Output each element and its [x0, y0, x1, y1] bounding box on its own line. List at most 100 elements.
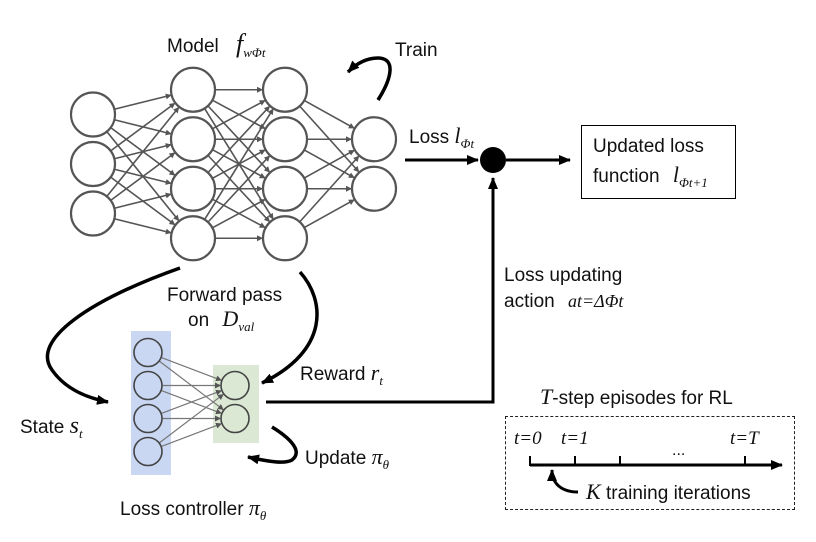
network-node: [169, 165, 217, 212]
network-edge: [160, 422, 222, 448]
state-label: State st: [20, 413, 83, 441]
junction-node: [480, 147, 506, 173]
loss-symbol: l: [454, 123, 461, 148]
network-node: [169, 66, 217, 113]
network-edge: [158, 393, 224, 444]
network-node: [261, 215, 309, 262]
action-arrow: [266, 177, 498, 404]
network-node: [350, 165, 398, 212]
loss-label: Loss lΦt: [409, 123, 475, 152]
network-node: [69, 91, 117, 138]
update-arrow: [247, 425, 298, 465]
network-edge: [211, 99, 266, 130]
network-node: [261, 66, 309, 113]
network-edge: [106, 106, 180, 197]
episodes-title-text: -step episodes for RL: [552, 388, 733, 409]
state-symbol: s: [69, 413, 79, 439]
network-node: [69, 190, 117, 237]
network-node: [69, 140, 117, 188]
state-arrow: [45, 266, 181, 405]
update-label: Update πθ: [305, 444, 389, 473]
network-edge: [207, 105, 271, 174]
updated-loss-symbol: l: [672, 162, 679, 187]
updated-loss-symbol-sub: Φt+1: [678, 175, 708, 190]
network-edge: [110, 102, 176, 152]
network-node: [169, 116, 217, 163]
network-node: [133, 370, 163, 401]
reward-label-text: Reward: [300, 364, 366, 385]
forward-pass-on-text: on: [188, 310, 210, 331]
train-label: Train: [395, 40, 438, 61]
controller-network: [133, 337, 250, 467]
model-label-text: Model: [167, 36, 219, 57]
tick-label-t1: t=1: [561, 428, 589, 449]
timeline-ellipsis: ...: [672, 442, 686, 459]
episodes-box: [505, 416, 795, 510]
network-edge: [203, 108, 274, 220]
episodes-title: T-step episodes for RL: [540, 386, 733, 410]
tick-label-t0: t=0: [514, 428, 542, 449]
model-label: Model fwΦt: [167, 31, 266, 61]
network-edge: [211, 198, 266, 229]
updated-loss-line1: Updated loss: [593, 136, 704, 157]
network-edge: [114, 218, 172, 235]
network-node: [350, 116, 398, 163]
action-symbol: at=ΔΦt: [567, 291, 624, 311]
network-node: [133, 436, 163, 467]
network-edge: [114, 93, 172, 110]
forward-pass-line2: on Dval: [188, 306, 255, 335]
controller-label: Loss controller πθ: [120, 495, 267, 524]
reward-symbol-sub: t: [379, 373, 383, 388]
k-label-text: training iterations: [605, 483, 751, 504]
action-text: action: [504, 291, 555, 312]
k-iterations-label: K training iterations: [586, 481, 751, 505]
updated-loss-function-text: function: [593, 166, 660, 187]
tick-label-tT: t=T: [730, 428, 759, 449]
update-symbol-sub: θ: [382, 457, 389, 472]
model-symbol-sub: wΦt: [243, 45, 266, 60]
action-label-line2: action at=ΔΦt: [504, 290, 623, 313]
reward-label: Reward rt: [300, 360, 383, 389]
action-label-line1: Loss updating: [504, 265, 623, 286]
network-node: [220, 403, 250, 434]
network-node: [261, 116, 309, 163]
loss-label-text: Loss: [409, 127, 450, 148]
reward-arrow: [261, 270, 319, 385]
episodes-t-symbol: T: [540, 384, 553, 409]
dval-symbol-sub: val: [238, 319, 255, 334]
train-arrow: [346, 56, 392, 101]
dval-symbol: D: [222, 306, 239, 331]
controller-symbol: π: [248, 495, 260, 520]
controller-input-layer-bg: [131, 331, 171, 475]
forward-pass-line1: Forward pass: [167, 285, 283, 306]
network-edge: [299, 155, 360, 223]
model-network: [69, 66, 398, 262]
network-edge: [303, 149, 355, 179]
controller-label-text: Loss controller: [120, 499, 244, 520]
updated-loss-box: Updated loss function lΦt+1: [581, 125, 736, 199]
network-node: [169, 215, 217, 262]
network-edge: [110, 152, 176, 202]
network-node: [220, 370, 250, 401]
network-edge: [207, 155, 271, 223]
network-edge: [160, 356, 222, 382]
network-edge: [160, 389, 222, 415]
network-edge: [303, 99, 355, 129]
update-label-text: Update: [305, 448, 367, 469]
state-symbol-sub: t: [79, 426, 83, 441]
loss-symbol-sub: Φt: [460, 136, 475, 151]
state-label-text: State: [20, 417, 65, 438]
network-node: [133, 337, 163, 368]
network-node: [133, 403, 163, 434]
updated-loss-line2: function lΦt+1: [593, 162, 708, 191]
k-iterations-arrow: [547, 469, 579, 494]
network-edge: [114, 192, 172, 209]
network-edge: [303, 199, 355, 229]
network-node: [261, 165, 309, 212]
controller-symbol-sub: θ: [259, 508, 267, 523]
k-symbol: K: [586, 479, 601, 504]
model-symbol: f: [236, 29, 244, 58]
update-symbol: π: [371, 444, 383, 469]
reward-symbol: r: [370, 360, 380, 385]
